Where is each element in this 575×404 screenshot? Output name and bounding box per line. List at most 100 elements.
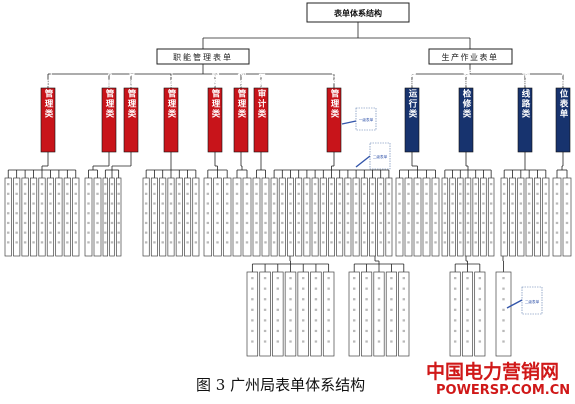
leaf-text-mark bbox=[519, 231, 523, 234]
leaf-text-mark bbox=[327, 277, 330, 280]
leaf-text-mark bbox=[387, 183, 391, 186]
leaf-text-mark bbox=[443, 221, 447, 225]
leaf-text-mark bbox=[245, 221, 249, 225]
leaf-text-mark bbox=[110, 202, 114, 205]
leaf-form-box bbox=[322, 271, 335, 357]
leaf-form-box bbox=[213, 177, 222, 257]
leaf-text-mark bbox=[377, 287, 381, 290]
leaf-text-mark bbox=[511, 241, 514, 244]
leaf-text-mark bbox=[511, 231, 514, 234]
leaf-text-mark bbox=[144, 192, 148, 195]
leaf-text-mark bbox=[443, 241, 447, 244]
leaf-text-mark bbox=[7, 192, 10, 195]
leaf-text-mark bbox=[536, 183, 539, 186]
leaf-text-mark bbox=[371, 212, 374, 215]
leaf-text-mark bbox=[466, 308, 469, 311]
leaf-text-mark bbox=[453, 308, 457, 311]
leaf-text-mark bbox=[489, 202, 493, 205]
leaf-text-mark bbox=[104, 202, 107, 205]
leaf-text-mark bbox=[371, 241, 374, 244]
leaf-text-mark bbox=[544, 192, 548, 195]
group-box-production bbox=[428, 48, 513, 65]
category-label: 人事管理类 bbox=[104, 68, 114, 119]
leaf-text-mark bbox=[161, 202, 164, 205]
leaf-text-mark bbox=[416, 241, 419, 244]
leaf-form-box bbox=[175, 177, 183, 257]
leaf-text-mark bbox=[225, 192, 229, 195]
leaf-text-mark bbox=[235, 231, 239, 234]
leaf-text-mark bbox=[32, 231, 35, 234]
leaf-text-mark bbox=[7, 212, 10, 215]
leaf-text-mark bbox=[511, 221, 514, 225]
leaf-text-mark bbox=[169, 212, 173, 215]
leaf-text-mark bbox=[276, 340, 279, 343]
leaf-text-mark bbox=[297, 202, 300, 205]
leaf-text-mark bbox=[66, 231, 69, 234]
leaf-text-mark bbox=[178, 241, 181, 244]
leaf-form-box bbox=[287, 177, 294, 257]
leaf-text-mark bbox=[390, 287, 393, 290]
leaf-text-mark bbox=[289, 319, 292, 322]
leaf-text-mark bbox=[502, 308, 505, 311]
annotation-level2-a: 二级表单 bbox=[355, 142, 391, 170]
leaf-text-mark bbox=[153, 183, 156, 186]
leaf-text-mark bbox=[255, 183, 258, 186]
leaf-text-mark bbox=[434, 192, 437, 195]
leaf-text-mark bbox=[502, 212, 506, 215]
leaf-form-box bbox=[38, 177, 46, 257]
leaf-text-mark bbox=[371, 231, 374, 234]
leaf-text-mark bbox=[302, 277, 305, 280]
leaf-text-mark bbox=[402, 298, 405, 301]
leaf-text-mark bbox=[466, 340, 469, 343]
leaf-text-mark bbox=[379, 183, 382, 186]
leaf-text-mark bbox=[255, 221, 258, 225]
leaf-text-mark bbox=[23, 231, 27, 234]
leaf-text-mark bbox=[451, 192, 454, 195]
leaf-text-mark bbox=[353, 287, 356, 290]
leaf-text-mark bbox=[87, 202, 90, 205]
leaf-text-mark bbox=[289, 192, 292, 195]
leaf-text-mark bbox=[353, 319, 356, 322]
leaf-text-mark bbox=[365, 340, 368, 343]
leaf-text-mark bbox=[235, 212, 239, 215]
leaf-form-box bbox=[63, 177, 71, 257]
leaf-text-mark bbox=[322, 192, 325, 195]
leaf-text-mark bbox=[502, 241, 506, 244]
leaf-text-mark bbox=[313, 231, 317, 234]
leaf-text-mark bbox=[276, 277, 279, 280]
leaf-text-mark bbox=[314, 287, 318, 290]
leaf-form-box bbox=[270, 177, 278, 257]
leaf-form-box bbox=[449, 177, 456, 257]
leaf-text-mark bbox=[169, 231, 173, 234]
leaf-text-mark bbox=[363, 192, 366, 195]
leaf-text-mark bbox=[194, 202, 198, 205]
leaf-text-mark bbox=[104, 241, 107, 244]
leaf-text-mark bbox=[478, 319, 482, 322]
leaf-text-mark bbox=[387, 241, 391, 244]
leaf-text-mark bbox=[32, 212, 35, 215]
leaf-text-mark bbox=[425, 192, 428, 195]
leaf-text-mark bbox=[264, 212, 267, 215]
leaf-text-mark bbox=[327, 340, 330, 343]
leaf-text-mark bbox=[161, 192, 164, 195]
leaf-text-mark bbox=[117, 212, 120, 215]
leaf-text-mark bbox=[536, 202, 539, 205]
leaf-text-mark bbox=[555, 221, 559, 225]
leaf-text-mark bbox=[327, 329, 330, 333]
leaf-text-mark bbox=[365, 298, 368, 301]
leaf-text-mark bbox=[502, 231, 506, 234]
leaf-text-mark bbox=[251, 277, 254, 280]
leaf-form-box bbox=[525, 177, 533, 257]
leaf-text-mark bbox=[161, 241, 164, 244]
leaf-text-mark bbox=[289, 277, 292, 280]
leaf-text-mark bbox=[169, 183, 173, 186]
leaf-text-mark bbox=[416, 202, 419, 205]
leaf-text-mark bbox=[40, 183, 44, 186]
leaf-text-mark bbox=[49, 202, 52, 205]
leaf-text-mark bbox=[272, 241, 276, 244]
leaf-text-mark bbox=[74, 202, 77, 205]
leaf-text-mark bbox=[353, 298, 356, 301]
leaf-text-mark bbox=[379, 221, 382, 225]
leaf-text-mark bbox=[15, 221, 18, 225]
leaf-text-mark bbox=[235, 183, 239, 186]
